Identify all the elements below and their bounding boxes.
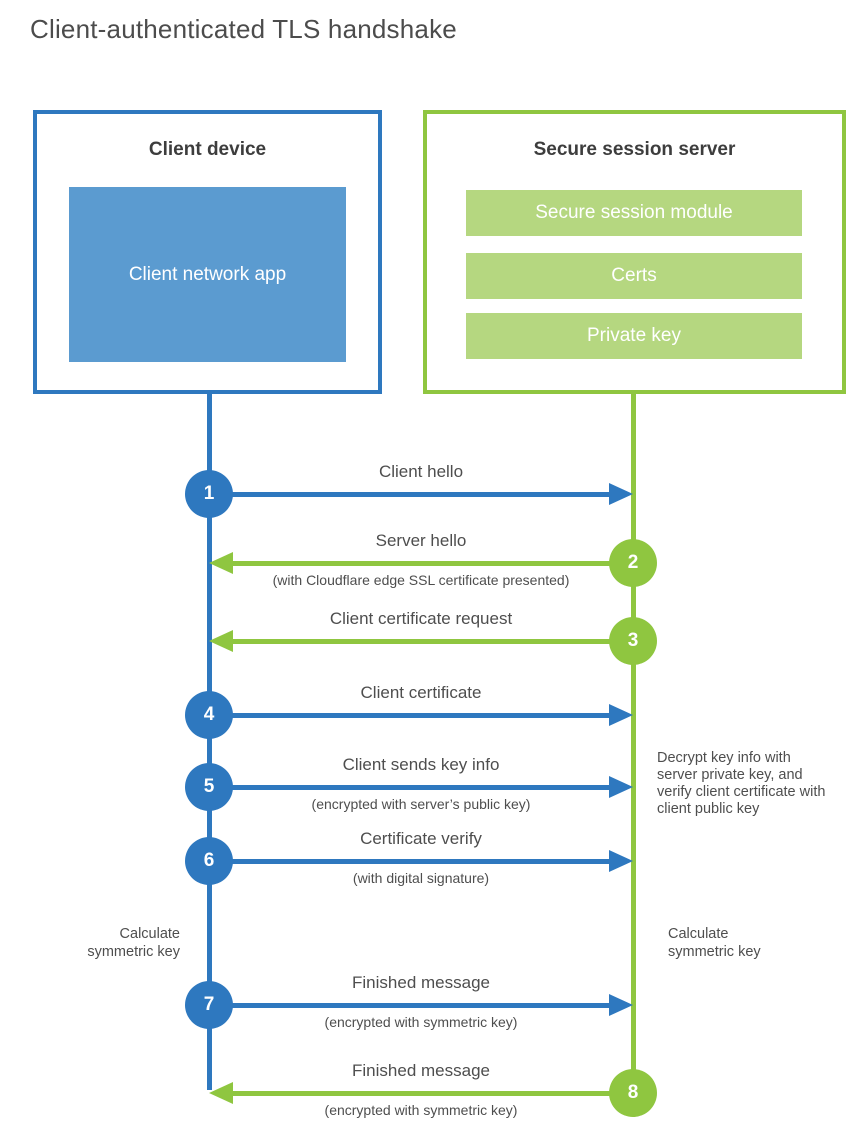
- secure-session-module-bar: Secure session module: [466, 190, 802, 236]
- step-1-arrow-line: [232, 492, 609, 497]
- step-7-arrowhead-right-icon: [609, 994, 633, 1016]
- step-8-label: Finished message: [352, 1061, 490, 1080]
- step-4-arrow-line: [232, 713, 609, 718]
- step-1-arrowhead-right-icon: [609, 483, 633, 505]
- step-2-arrowhead-left-icon: [209, 552, 233, 574]
- step-7-label: Finished message: [352, 973, 490, 992]
- step-8-arrowhead-left-icon: [209, 1082, 233, 1104]
- step-3-label: Client certificate request: [329, 609, 513, 628]
- step-4-arrowhead-right-icon: [609, 704, 633, 726]
- certs-bar: Certs: [466, 253, 802, 299]
- step-6-sublabel: (with digital signature): [352, 870, 490, 886]
- secure-session-server-title: Secure session server: [533, 139, 736, 160]
- step-5-arrowhead-right-icon: [609, 776, 633, 798]
- step-1-badge: 1: [185, 470, 233, 518]
- step-5-badge: 5: [185, 763, 233, 811]
- step-5-arrow-line: [232, 785, 609, 790]
- step-7-sublabel: (encrypted with symmetric key): [324, 1014, 518, 1030]
- client-network-app-label: Client network app: [128, 263, 287, 285]
- step-2-sublabel: (with Cloudflare edge SSL certificate pr…: [272, 572, 570, 588]
- step-8-badge: 8: [609, 1069, 657, 1117]
- step-4-badge: 4: [185, 691, 233, 739]
- step-5-label: Client sends key info: [342, 755, 500, 774]
- step-6-arrow-line: [232, 859, 609, 864]
- private-key-bar: Private key: [466, 313, 802, 359]
- step-6-badge: 6: [185, 837, 233, 885]
- page-title: Client-authenticated TLS handshake: [30, 14, 457, 44]
- step-1-label: Client hello: [378, 462, 464, 481]
- step-8-sublabel: (encrypted with symmetric key): [324, 1102, 518, 1118]
- step-6-arrowhead-right-icon: [609, 850, 633, 872]
- calculate-symmetric-key-note-server: Calculate symmetric key: [668, 926, 761, 960]
- step-7-arrow-line: [232, 1003, 609, 1008]
- step-3-arrow-line: [233, 639, 610, 644]
- step-2-arrow-line: [233, 561, 610, 566]
- secure-session-server-box: Secure session server Secure session mod…: [423, 110, 846, 394]
- step-5-sublabel: (encrypted with server’s public key): [311, 796, 531, 812]
- step-6-label: Certificate verify: [360, 829, 482, 848]
- server-lifeline: [631, 392, 636, 1093]
- step-4-label: Client certificate: [360, 683, 482, 702]
- step-8-arrow-line: [233, 1091, 610, 1096]
- step-3-badge: 3: [609, 617, 657, 665]
- client-lifeline: [207, 392, 212, 1090]
- decrypt-key-note: Decrypt key info with server private key…: [657, 750, 826, 817]
- calculate-symmetric-key-note-client: Calculate symmetric key: [87, 926, 180, 960]
- client-device-box: Client device Client network app: [33, 110, 382, 394]
- client-device-title: Client device: [148, 139, 267, 160]
- step-7-badge: 7: [185, 981, 233, 1029]
- step-2-label: Server hello: [375, 531, 467, 550]
- client-network-app-block: Client network app: [69, 187, 346, 362]
- step-3-arrowhead-left-icon: [209, 630, 233, 652]
- step-2-badge: 2: [609, 539, 657, 587]
